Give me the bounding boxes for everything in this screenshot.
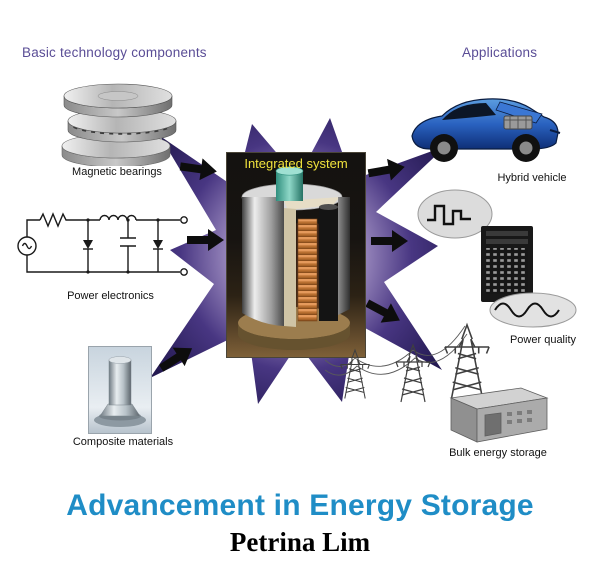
- hybrid-vehicle-label: Hybrid vehicle: [497, 172, 567, 184]
- bulk-energy-storage-icon: [325, 316, 557, 448]
- bulk-energy-storage-label: Bulk energy storage: [449, 447, 547, 459]
- composite-materials-icon: [88, 346, 152, 434]
- cover-title: Advancement in Energy Storage: [66, 489, 534, 522]
- arrow-center-to-storage-icon: [362, 293, 406, 330]
- power-electronics-label: Power electronics: [67, 290, 154, 302]
- cover-author: Petrina Lim: [229, 527, 371, 557]
- left-section-label: Basic technology components: [22, 45, 207, 60]
- composite-materials-label: Composite materials: [72, 436, 174, 448]
- power-electronics-icon: [10, 196, 196, 290]
- hybrid-vehicle-icon: [404, 76, 566, 170]
- arrow-center-to-vehicle-icon: [366, 156, 407, 184]
- right-section-label: Applications: [462, 45, 538, 60]
- arrow-electronics-to-center-icon: [187, 229, 225, 251]
- arrow-bearings-to-center-icon: [179, 155, 220, 182]
- integrated-system-panel: Integrated system: [226, 152, 366, 358]
- arrow-center-to-quality-icon: [371, 230, 409, 252]
- magnetic-bearings-icon: [52, 80, 184, 166]
- integrated-system-label: Integrated system: [244, 156, 348, 171]
- magnetic-bearings-label: Magnetic bearings: [72, 166, 162, 178]
- arrow-materials-to-center-icon: [155, 338, 199, 377]
- power-quality-label: Power quality: [509, 334, 577, 346]
- power-quality-icon: [415, 186, 583, 332]
- flywheel-cutaway-icon: [238, 166, 350, 350]
